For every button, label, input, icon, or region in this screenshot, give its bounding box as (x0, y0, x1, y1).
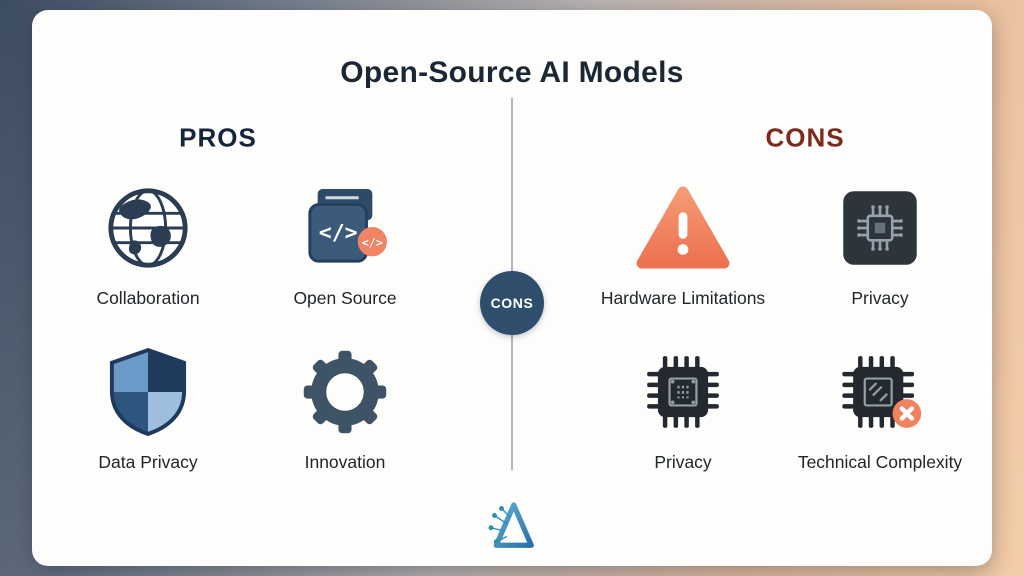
pros-item-open-source: </> </> Open Source (245, 180, 445, 309)
code-window-icon: </> </> (298, 180, 392, 276)
shield-icon (107, 344, 189, 440)
center-cons-badge: CONS (480, 271, 544, 335)
svg-text:</>: </> (319, 221, 358, 246)
infographic-card: Open-Source AI Models PROS CONS CONS (32, 10, 992, 566)
svg-text:</>: </> (362, 236, 383, 250)
cons-item-privacy-top: Privacy (780, 180, 980, 309)
brand-logo-icon (484, 496, 540, 556)
microchip-icon (640, 344, 726, 440)
cons-item-hardware-limitations: Hardware Limitations (583, 180, 783, 309)
pros-item-collaboration: Collaboration (48, 180, 248, 309)
pros-item-data-privacy: Data Privacy (48, 344, 248, 473)
cons-heading: CONS (765, 122, 845, 153)
pros-item-innovation: Innovation (245, 344, 445, 473)
item-label: Open Source (293, 288, 397, 308)
cons-item-privacy-bottom: Privacy (583, 344, 783, 473)
item-label: Collaboration (96, 288, 200, 308)
microchip-error-icon (835, 344, 925, 440)
item-label: Data Privacy (98, 452, 198, 472)
item-label: Hardware Limitations (600, 288, 766, 308)
page-title: Open-Source AI Models (340, 56, 684, 89)
item-label: Privacy (654, 452, 712, 472)
processor-chip-icon (838, 180, 922, 276)
globe-icon (104, 180, 192, 276)
item-label: Technical Complexity (797, 452, 963, 472)
gear-icon (300, 344, 390, 440)
center-cons-badge-label: CONS (490, 295, 534, 311)
cons-item-technical-complexity: Technical Complexity (780, 344, 980, 473)
item-label: Privacy (851, 288, 909, 308)
warning-triangle-icon (636, 180, 730, 276)
item-label: Innovation (304, 452, 386, 472)
pros-heading: PROS (179, 122, 257, 153)
